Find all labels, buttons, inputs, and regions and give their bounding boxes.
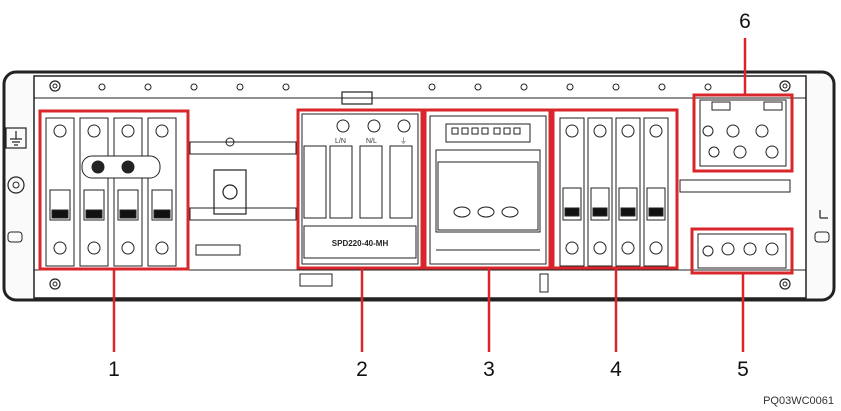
input-breaker-group — [45, 117, 177, 267]
callout-box-3 — [423, 108, 552, 270]
callout-number-5: 5 — [737, 358, 749, 381]
ground-icon — [10, 131, 22, 146]
spd-ln-label: L/N — [335, 138, 346, 145]
spd-nl-label: N/L — [366, 138, 377, 145]
callout-number-4: 4 — [610, 358, 622, 381]
callout-number-3: 3 — [483, 358, 495, 381]
spd-pe-label: ⏚ — [400, 137, 407, 145]
callout-box-2 — [296, 108, 424, 270]
callout-number-2: 2 — [356, 358, 368, 381]
figure-code: PQ03WC0061 — [763, 395, 834, 407]
monitoring-module — [429, 115, 547, 265]
surge-protection-device — [301, 113, 419, 265]
callout-number-6: 6 — [739, 10, 751, 33]
top-terminal-block — [699, 99, 787, 167]
callout-number-1: 1 — [108, 358, 120, 381]
callout-box-6 — [692, 93, 794, 173]
callout-leaders — [112, 38, 747, 352]
spd-model-label: SPD220-40-MH — [332, 239, 389, 248]
bottom-terminal-block — [697, 233, 787, 269]
output-breaker-group — [559, 117, 669, 267]
